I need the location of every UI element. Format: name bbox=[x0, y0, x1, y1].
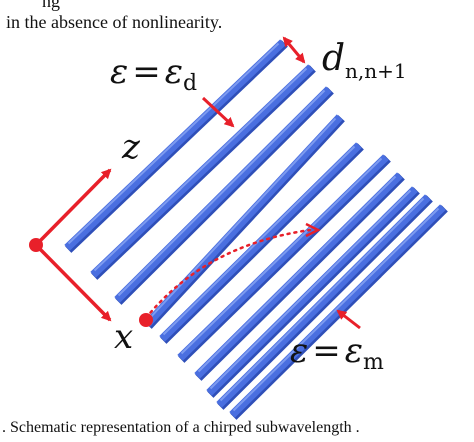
eps-m-label: ε=εm bbox=[290, 331, 384, 375]
rod-highlight bbox=[219, 197, 425, 402]
rod-highlight bbox=[180, 157, 383, 355]
bottom-caption: . Schematic representation of a chirped … bbox=[2, 419, 360, 436]
z-axis-arrow bbox=[34, 168, 112, 247]
top-caption: ng in the absence of nonlinearity. bbox=[6, 0, 222, 33]
rod-highlight bbox=[232, 207, 440, 412]
rod-highlight bbox=[209, 189, 412, 390]
caption-partial-line: ng bbox=[42, 0, 60, 11]
rod-array bbox=[64, 39, 448, 420]
z-axis-label: z bbox=[121, 127, 141, 167]
waveguide-rod bbox=[64, 39, 286, 251]
waveguide-rod bbox=[206, 186, 418, 396]
rod-highlight bbox=[197, 175, 397, 373]
beam-arrowhead bbox=[305, 222, 321, 238]
x-axis-label: x bbox=[114, 317, 133, 357]
beam-path bbox=[139, 222, 321, 327]
x-axis-arrow bbox=[34, 243, 112, 322]
rod-highlight bbox=[93, 67, 308, 272]
waveguide-rod bbox=[144, 114, 343, 327]
waveguide-rod bbox=[114, 86, 332, 303]
coordinate-axes bbox=[29, 168, 112, 322]
waveguide-rod bbox=[177, 154, 389, 361]
spacing-label: dn,n+1 bbox=[322, 38, 407, 83]
rod-highlight bbox=[162, 145, 356, 336]
eps-m-arrow bbox=[336, 309, 361, 330]
waveguide-rod bbox=[90, 64, 314, 278]
beam-input-point bbox=[139, 313, 153, 327]
dotted-beam-curve bbox=[144, 228, 312, 320]
rod-highlight bbox=[147, 117, 337, 321]
rod-highlight bbox=[67, 42, 280, 245]
eps-d-arrow bbox=[201, 96, 235, 128]
eps-d-label: ε=εd bbox=[110, 52, 197, 96]
caption-line: in the absence of nonlinearity. bbox=[6, 12, 223, 32]
waveguide-rod bbox=[194, 172, 403, 379]
origin-point bbox=[29, 238, 43, 252]
rod-highlight bbox=[117, 89, 326, 297]
spacing-double-arrow bbox=[282, 36, 306, 64]
waveguide-rod bbox=[216, 194, 431, 408]
